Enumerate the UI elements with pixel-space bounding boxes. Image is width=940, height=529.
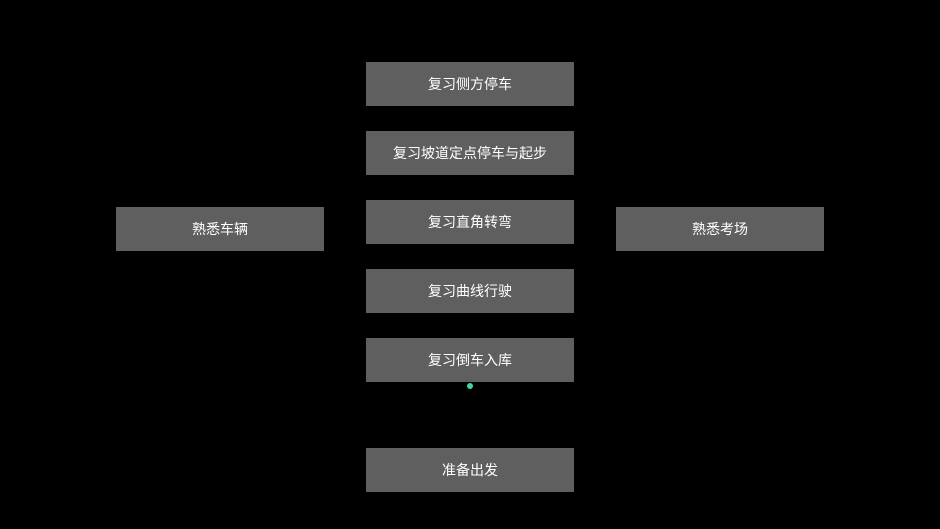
review-right-angle-turn-label: 复习直角转弯	[428, 215, 512, 231]
review-hill-start-label: 复习坡道定点停车与起步	[393, 146, 547, 162]
familiarize-exam-site-button[interactable]: 熟悉考场	[616, 207, 824, 251]
review-curve-driving-label: 复习曲线行驶	[428, 284, 512, 300]
get-ready-button[interactable]: 准备出发	[366, 448, 574, 492]
review-right-angle-turn-button[interactable]: 复习直角转弯	[366, 200, 574, 244]
get-ready-label: 准备出发	[442, 463, 498, 479]
review-hill-start-button[interactable]: 复习坡道定点停车与起步	[366, 131, 574, 175]
familiarize-exam-site-label: 熟悉考场	[692, 222, 748, 238]
review-parallel-parking-label: 复习侧方停车	[428, 77, 512, 93]
indicator-dot	[467, 383, 473, 389]
familiarize-vehicle-label: 熟悉车辆	[192, 222, 248, 238]
review-reverse-parking-label: 复习倒车入库	[428, 353, 512, 369]
review-reverse-parking-button[interactable]: 复习倒车入库	[366, 338, 574, 382]
review-curve-driving-button[interactable]: 复习曲线行驶	[366, 269, 574, 313]
review-parallel-parking-button[interactable]: 复习侧方停车	[366, 62, 574, 106]
familiarize-vehicle-button[interactable]: 熟悉车辆	[116, 207, 324, 251]
